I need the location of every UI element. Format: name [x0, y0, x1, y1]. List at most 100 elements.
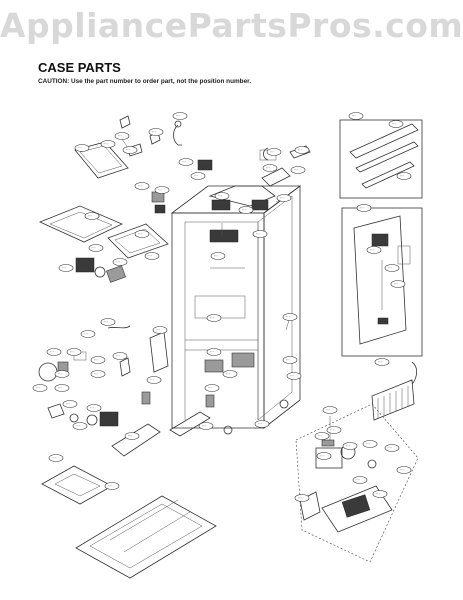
callout-label: ··· — [214, 192, 230, 200]
callout-label-text: ··· — [392, 122, 396, 127]
callout-label-text: ··· — [128, 434, 132, 439]
callout-label-text: ··· — [326, 408, 330, 413]
callout-label: ··· — [384, 444, 400, 452]
callout-label-text: ··· — [116, 260, 120, 265]
callout-label-text: ··· — [148, 254, 152, 259]
callout-label: ··· — [72, 422, 88, 430]
callout-label-text: ··· — [218, 194, 222, 199]
callout-label-text: ··· — [182, 160, 186, 165]
callout-label-text: ··· — [150, 378, 154, 383]
callout-label: ··· — [66, 348, 82, 356]
callout-label-text: ··· — [156, 328, 160, 333]
callout-label-text: ··· — [298, 148, 302, 153]
callout-label: ··· — [206, 348, 222, 356]
callout-label: ··· — [198, 422, 214, 430]
callout-label-text: ··· — [356, 478, 360, 483]
top-right-strip-box — [339, 119, 423, 199]
callout-label: ··· — [326, 426, 342, 434]
callout-label-text: ··· — [108, 484, 112, 489]
dispenser-assembly — [295, 403, 419, 563]
callout-label-text: ··· — [320, 454, 324, 459]
callout-label-text: ··· — [138, 232, 142, 237]
callout-label-text: ··· — [202, 424, 206, 429]
callout-label: ··· — [148, 128, 164, 136]
callout-label-text: ··· — [158, 188, 162, 193]
callout-label: ··· — [54, 384, 70, 392]
callout-label: ··· — [362, 440, 378, 448]
bottom-base-drawer — [75, 495, 217, 579]
callout-label-text: ··· — [104, 142, 108, 147]
callout-label: ··· — [80, 330, 96, 338]
leader-lines — [90, 135, 331, 440]
callout-label: ··· — [204, 384, 220, 392]
callout-label: ··· — [100, 318, 116, 326]
callout-label-text: ··· — [36, 386, 40, 391]
callout-label: ··· — [124, 432, 140, 440]
callout-label-text: ··· — [318, 434, 322, 439]
callout-label: ··· — [294, 494, 310, 502]
callout-label-text: ··· — [280, 196, 284, 201]
callout-label-text: ··· — [92, 246, 96, 251]
callout-label-text: ··· — [88, 214, 92, 219]
callout-label-text: ··· — [360, 206, 364, 211]
callout-label: ··· — [238, 206, 254, 214]
compressor-components — [38, 325, 169, 427]
callout-label-text: ··· — [76, 424, 80, 429]
callout-label: ··· — [348, 112, 364, 120]
callout-label: ··· — [252, 230, 268, 238]
callout-label-text: ··· — [286, 315, 290, 320]
callout-label: ··· — [262, 164, 278, 172]
callout-label-text: ··· — [194, 174, 198, 179]
callout-label: ··· — [90, 370, 106, 378]
callout-label: ··· — [372, 490, 388, 498]
callout-label-text: ··· — [346, 444, 350, 449]
callout-label: ··· — [114, 132, 130, 140]
callout-label-text: ··· — [138, 184, 142, 189]
callout-label-text: ··· — [50, 350, 54, 355]
callout-label: ··· — [374, 358, 390, 366]
callout-label: ··· — [366, 246, 382, 254]
callout-label: ··· — [388, 120, 404, 128]
callout-label: ··· — [290, 166, 306, 174]
callout-label-text: ··· — [400, 174, 404, 179]
callout-label: ··· — [32, 384, 48, 392]
callout-label: ··· — [316, 452, 332, 460]
callout-label: ··· — [254, 420, 270, 428]
callout-label: ··· — [210, 252, 226, 260]
callout-label: ··· — [58, 264, 74, 272]
callout-label: ··· — [152, 326, 168, 334]
callout-label-text: ··· — [298, 496, 302, 501]
callout-label: ··· — [282, 313, 298, 321]
callout-label: ··· — [178, 158, 194, 166]
callout-label-text: ··· — [116, 354, 120, 359]
callout-label: ··· — [342, 442, 358, 450]
callout-label: ··· — [62, 400, 78, 408]
callout-label: ··· — [46, 348, 62, 356]
callout-label-text: ··· — [62, 266, 66, 271]
callout-label: ··· — [396, 172, 412, 180]
watermark-logo: AppliancePartsPros.com — [0, 6, 463, 45]
callout-label-text: ··· — [126, 148, 130, 153]
callout-label: ··· — [294, 146, 310, 154]
callout-label: ··· — [222, 370, 238, 378]
callout-label-text: ··· — [376, 492, 380, 497]
callout-label: ··· — [286, 372, 302, 380]
callout-label-text: ··· — [58, 372, 62, 377]
callout-label: ··· — [112, 352, 128, 360]
callout-label-text: ··· — [208, 386, 212, 391]
callout-label: ··· — [104, 482, 120, 490]
callout-label-text: ··· — [394, 282, 398, 287]
callout-label-text: ··· — [90, 406, 94, 411]
small-brackets — [119, 115, 213, 214]
callout-label-text: ··· — [84, 332, 88, 337]
section-title: CASE PARTS — [38, 60, 121, 75]
callout-label-text: ··· — [94, 372, 98, 377]
ice-maker-motor — [75, 257, 126, 283]
callout-label: ··· — [134, 182, 150, 190]
callout-label-text: ··· — [400, 468, 404, 473]
callout-label-text: ··· — [104, 320, 108, 325]
callout-label-text: ··· — [266, 166, 270, 171]
callout-label-text: ··· — [290, 374, 294, 379]
callout-label-text: ··· — [210, 350, 214, 355]
